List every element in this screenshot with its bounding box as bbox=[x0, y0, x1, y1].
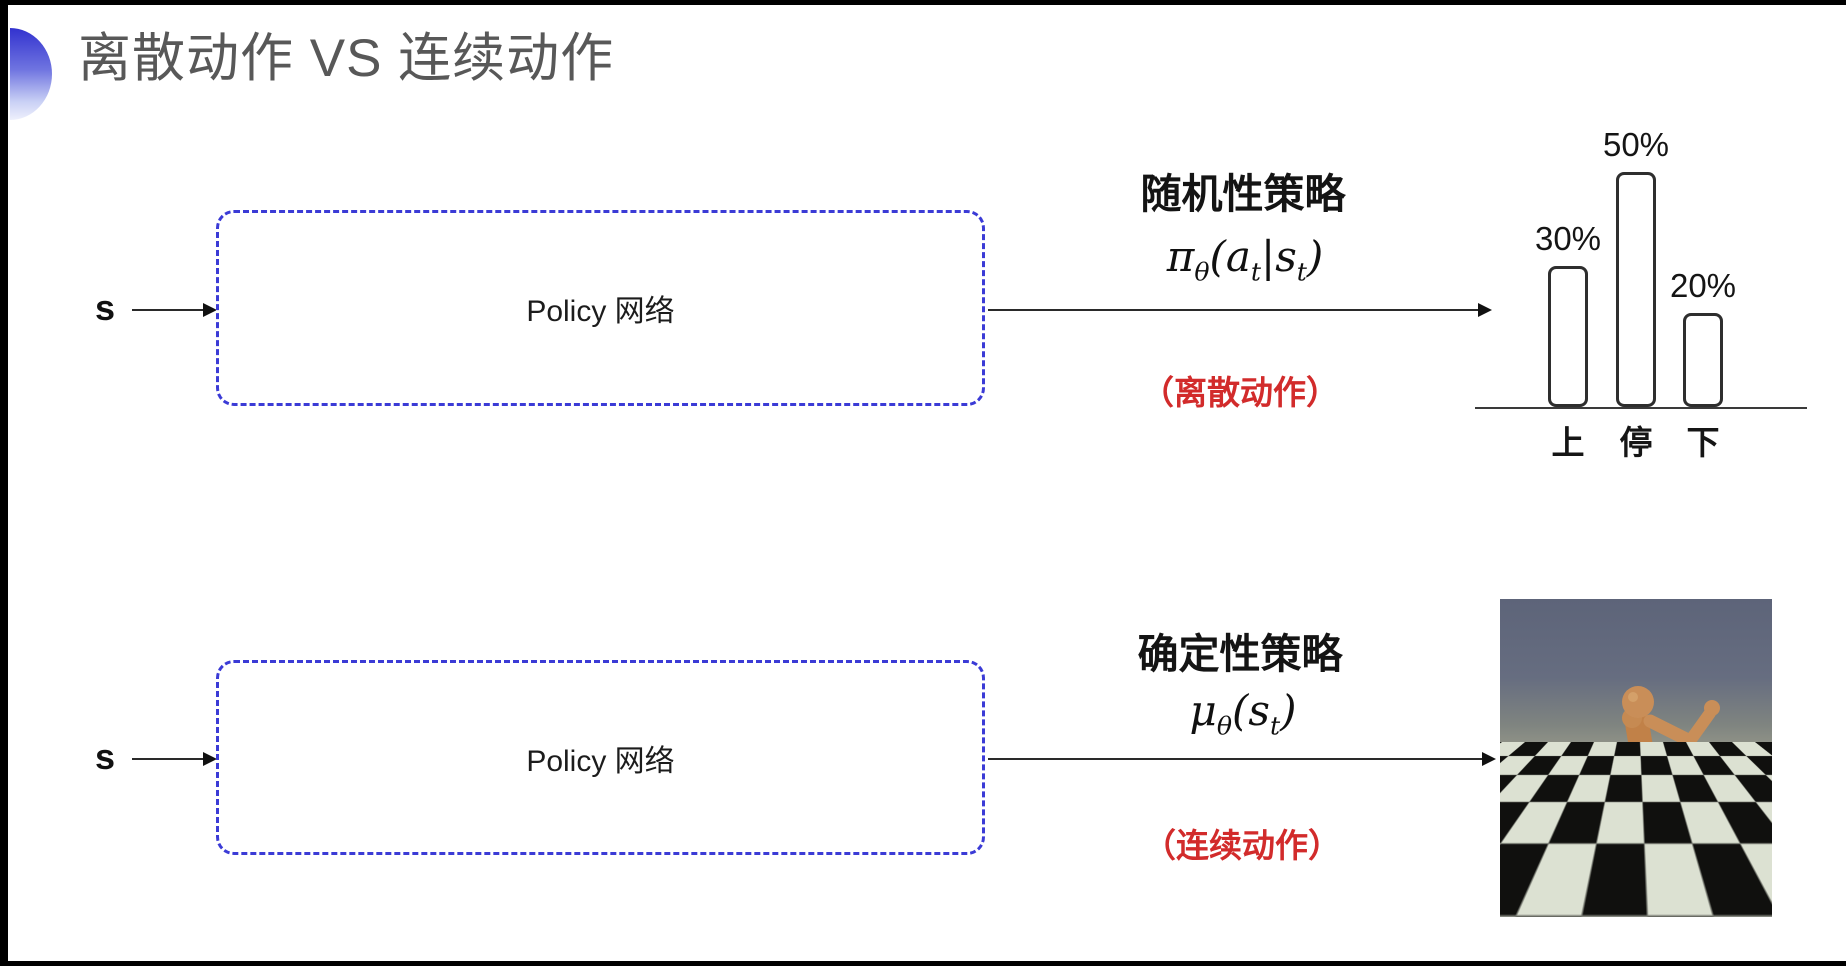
formula-pi: π bbox=[1166, 232, 1195, 281]
arrowhead-icon bbox=[203, 752, 217, 766]
chart-category-label-0: 上 bbox=[1551, 424, 1585, 461]
formula-t-sub: t bbox=[1250, 257, 1262, 287]
formula-a: a bbox=[1225, 232, 1251, 281]
deterministic-policy-formula: μθ(st) bbox=[1113, 686, 1373, 740]
state-input-label-bottom: s bbox=[94, 736, 116, 777]
humanoid-simulation-image bbox=[1500, 599, 1772, 917]
formula-paren: ) bbox=[1306, 232, 1324, 281]
arrowhead-icon bbox=[1482, 752, 1496, 766]
policy-network-box-bottom: Policy 网络 bbox=[216, 660, 985, 855]
discrete-action-note: （离散动作） bbox=[1141, 374, 1339, 411]
probability-chart: 30% 上 50% 停 20% 下 bbox=[1475, 110, 1807, 461]
formula-t-sub: t bbox=[1269, 711, 1281, 741]
arrow-policy-to-output-top bbox=[988, 303, 1492, 317]
deterministic-policy-title: 确定性策略 bbox=[1137, 631, 1343, 677]
policy-network-box-top: Policy 网络 bbox=[216, 210, 985, 406]
chart-bar-下 bbox=[1683, 313, 1723, 407]
chart-value-label-1: 50% bbox=[1602, 126, 1670, 163]
arrow-state-to-policy-top bbox=[132, 303, 217, 317]
state-input-label-top: s bbox=[94, 287, 116, 328]
stochastic-policy-title: 随机性策略 bbox=[1140, 171, 1346, 217]
formula-t-sub: t bbox=[1296, 257, 1307, 287]
humanoid-robot-figure bbox=[1550, 686, 1720, 898]
arrow-policy-to-output-bottom bbox=[988, 752, 1496, 766]
stochastic-policy-formula: πθ(at|st) bbox=[1115, 232, 1375, 286]
chart-category-label-1: 停 bbox=[1619, 424, 1653, 461]
page-title: 离散动作 VS 连续动作 bbox=[78, 29, 615, 88]
policy-box-label-top: Policy 网络 bbox=[526, 295, 675, 328]
chart-bar-停 bbox=[1616, 172, 1656, 407]
arrowhead-icon bbox=[1478, 303, 1492, 317]
chart-category-label-2: 下 bbox=[1686, 424, 1720, 461]
formula-paren: ( bbox=[1232, 686, 1249, 735]
policy-box-label-bottom: Policy 网络 bbox=[526, 744, 675, 778]
chart-bar-上 bbox=[1548, 266, 1588, 407]
chart-value-label-2: 20% bbox=[1669, 267, 1737, 304]
formula-theta-sub: θ bbox=[1194, 257, 1210, 287]
arrow-state-to-policy-bottom bbox=[132, 752, 217, 766]
formula-mu: μ bbox=[1189, 686, 1217, 735]
chart-baseline bbox=[1475, 407, 1807, 409]
arrowhead-icon bbox=[203, 303, 217, 317]
formula-s: s bbox=[1275, 232, 1297, 281]
formula-paren: ( bbox=[1209, 232, 1226, 281]
formula-bar: | bbox=[1261, 232, 1276, 281]
continuous-action-note: （连续动作） bbox=[1143, 827, 1341, 864]
formula-paren: ) bbox=[1280, 686, 1297, 735]
formula-s: s bbox=[1248, 686, 1270, 735]
formula-theta-sub: θ bbox=[1216, 711, 1232, 741]
chart-value-label-0: 30% bbox=[1534, 220, 1602, 257]
